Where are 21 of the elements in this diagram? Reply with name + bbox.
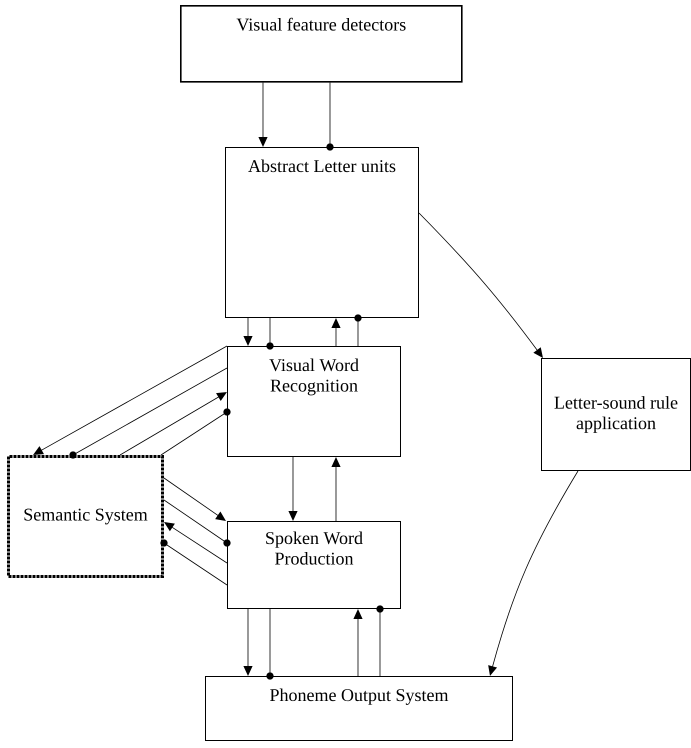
process-box: Spoken Word Production [227, 521, 401, 609]
dot-connector [266, 318, 274, 350]
process-box: Phoneme Output System [205, 676, 513, 741]
process-box: Abstract Letter units [225, 147, 419, 318]
dot-connector [326, 82, 334, 151]
arrow [120, 392, 227, 456]
dot-connector [376, 605, 384, 676]
dot-connector [354, 314, 362, 346]
dot-connector [69, 368, 228, 459]
dot-connector [160, 539, 228, 586]
dot-connector [160, 408, 231, 456]
arrow [418, 212, 543, 358]
arrow [164, 478, 226, 521]
dotted-box: Semantic System [7, 455, 164, 578]
dot-connector [164, 500, 231, 547]
process-box: Visual feature detectors [180, 5, 463, 83]
process-box: Letter-sound rule application [541, 358, 691, 471]
arrow [164, 522, 228, 564]
dot-connector [266, 608, 274, 680]
arrow [33, 346, 228, 455]
process-box: Visual Word Recognition [227, 346, 401, 457]
